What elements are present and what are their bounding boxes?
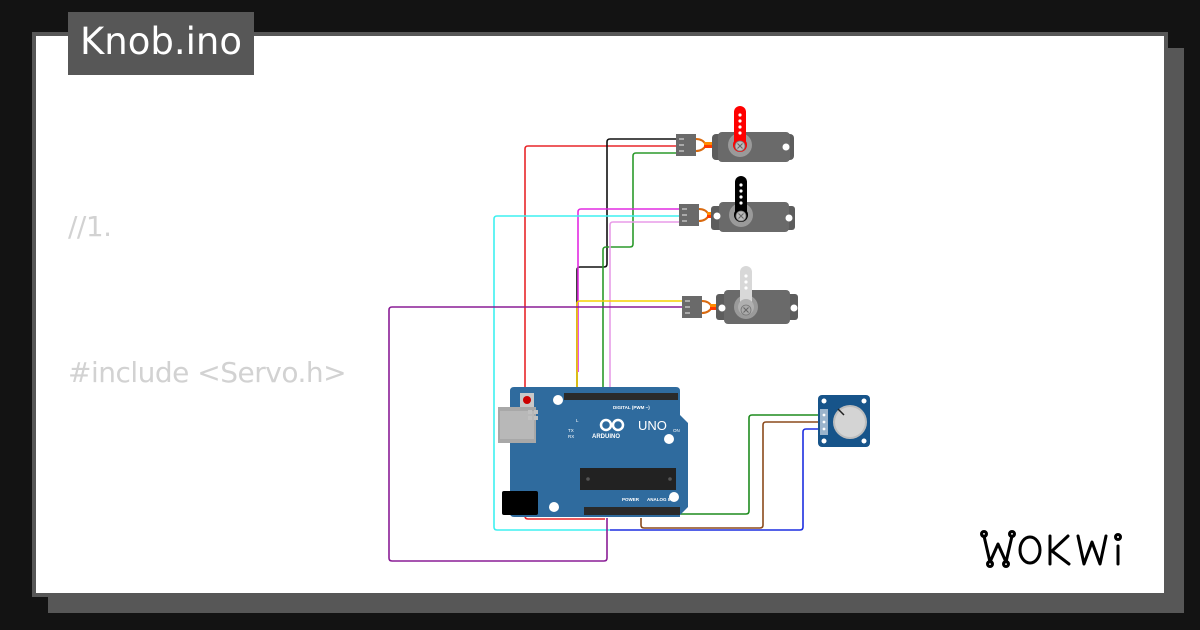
wokwi-logo: WOKWi bbox=[976, 524, 1122, 568]
arduino-uno[interactable]: DIGITAL (PWM ~) UNO ARDUINO ON L TX RX P… bbox=[498, 387, 688, 517]
power-jack bbox=[502, 491, 538, 515]
wire-magenta[interactable] bbox=[577, 208, 683, 372]
wire-purple[interactable] bbox=[388, 306, 683, 562]
led-label: L bbox=[576, 418, 579, 423]
code-line: //1. bbox=[68, 210, 112, 243]
atmega-chip bbox=[580, 468, 676, 490]
brand-name: WOKWi bbox=[976, 524, 980, 525]
wire-blue[interactable] bbox=[610, 428, 820, 531]
wire-red[interactable] bbox=[524, 145, 680, 520]
led-label: RX bbox=[568, 434, 574, 439]
wire-cyan[interactable] bbox=[493, 215, 683, 531]
wires bbox=[388, 138, 820, 562]
wire-brown[interactable] bbox=[640, 421, 820, 529]
digital-header bbox=[564, 393, 678, 400]
potentiometer[interactable] bbox=[818, 395, 870, 447]
project-card: //1. #include <Servo.h> //2. Servo s1; /… bbox=[32, 32, 1168, 597]
wire-violet[interactable] bbox=[609, 221, 683, 390]
wire-green-pot[interactable] bbox=[640, 414, 820, 515]
power-label: POWER bbox=[622, 497, 640, 502]
servo-1[interactable] bbox=[676, 106, 794, 162]
arduino-logo-icon bbox=[599, 418, 625, 432]
analog-label: ANALOG IN bbox=[647, 497, 672, 502]
wire-green-servo[interactable] bbox=[602, 152, 680, 390]
code-line: #include <Servo.h> bbox=[68, 355, 347, 389]
power-analog-header bbox=[584, 507, 680, 515]
led-label: TX bbox=[568, 428, 574, 433]
servo-2[interactable] bbox=[679, 176, 795, 232]
wire-yellow[interactable] bbox=[576, 300, 683, 390]
servo-3[interactable] bbox=[682, 266, 798, 324]
circuit-diagram: DIGITAL (PWM ~) UNO ARDUINO ON L TX RX P… bbox=[388, 106, 870, 562]
code-preview: //1. #include <Servo.h> //2. Servo s1; /… bbox=[68, 106, 453, 593]
board-name: UNO bbox=[638, 418, 667, 433]
on-label: ON bbox=[673, 428, 680, 433]
file-title: Knob.ino bbox=[68, 12, 254, 75]
digital-label: DIGITAL (PWM ~) bbox=[613, 405, 650, 410]
board-brand: ARDUINO bbox=[592, 434, 620, 440]
wire-black[interactable] bbox=[576, 138, 680, 390]
